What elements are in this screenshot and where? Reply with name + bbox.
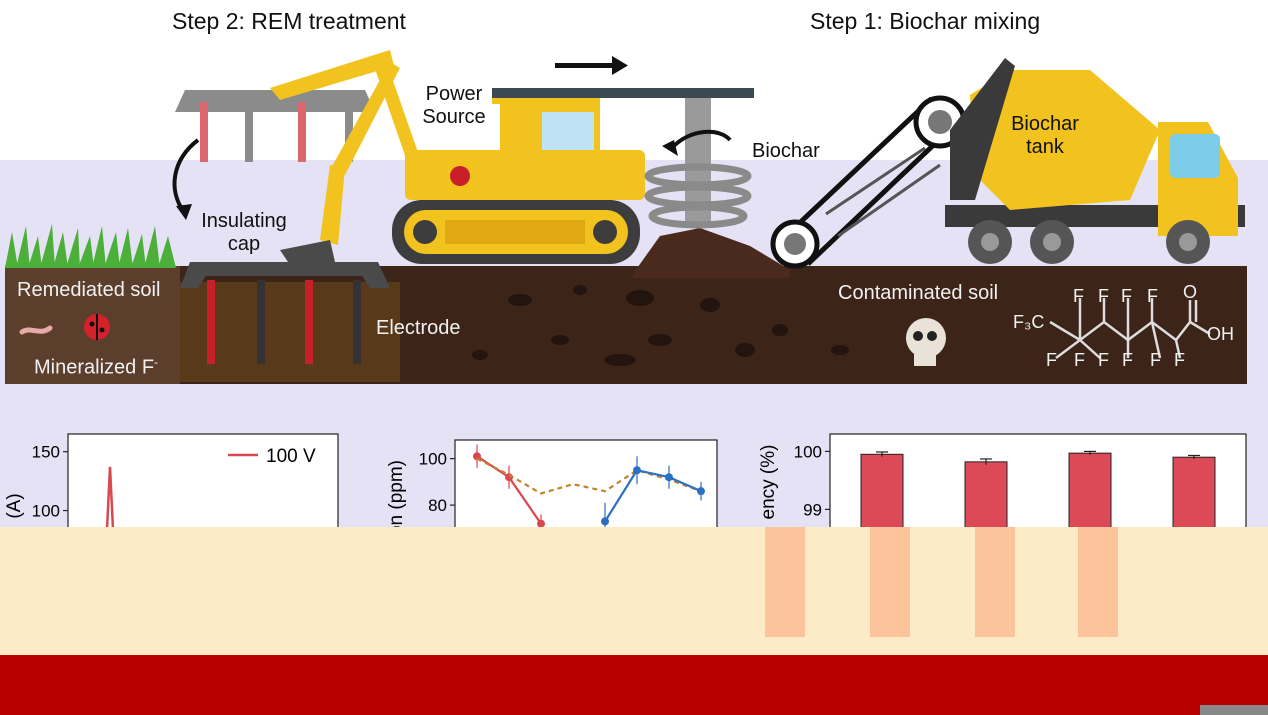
data-point [537, 519, 545, 528]
electrode-frame-icon [175, 90, 375, 162]
y-axis-label: ency (%) [758, 445, 779, 520]
crawler-tractor-icon [392, 88, 754, 264]
molecule-f-9: F [1150, 350, 1161, 370]
insulating-cap-icon [180, 262, 390, 288]
power-source-line1: Power [425, 83, 483, 105]
current-chart: 100 150 (A) 100 V [4, 433, 339, 530]
molecule-f-4: F [1147, 286, 1158, 306]
molecule-f-6: F [1074, 350, 1085, 370]
molecule-cf3: F₃C [1013, 312, 1045, 332]
biochar-label: Biochar [752, 140, 820, 162]
biochar-tank-line2: tank [1026, 136, 1064, 158]
y-tick-label: 100 [32, 502, 60, 521]
remediated-soil-label: Remediated soil [17, 279, 161, 301]
molecule-f-7: F [1098, 350, 1109, 370]
auger-icon [644, 98, 752, 229]
remediation-scene [0, 50, 1268, 400]
concentration-chart: 80 100 on (ppm) [386, 439, 718, 530]
molecule-f-8: F [1122, 350, 1133, 370]
bar [964, 461, 1008, 530]
plot-frame [454, 439, 718, 530]
rotation-arrow-icon [670, 129, 732, 150]
grass-icon [5, 224, 176, 268]
bar [860, 453, 904, 530]
data-point [633, 466, 641, 475]
efficiency-chart: 99 100 ency (%) [758, 433, 1247, 530]
y-tick-label: 99 [803, 500, 822, 519]
biochar-tank-label: Biochar tank [1000, 113, 1090, 159]
legend-label: 100 V [266, 446, 316, 467]
y-axis-label: (A) [4, 493, 25, 518]
data-point [473, 452, 481, 461]
power-source-label: Power Source [418, 83, 490, 129]
molecule-f-1: F [1073, 286, 1084, 306]
power-source-line2: Source [422, 106, 486, 128]
skull-icon [906, 318, 946, 366]
step1-title: Step 1: Biochar mixing [810, 8, 1041, 34]
conveyor-icon [770, 95, 967, 269]
y-axis-label: on (ppm) [386, 460, 407, 530]
worm-icon [19, 325, 53, 335]
molecule-f-10: F [1174, 350, 1185, 370]
molecule-f-3: F [1121, 286, 1132, 306]
insulating-cap-line2: cap [227, 233, 261, 255]
bar [1172, 456, 1216, 530]
data-point [665, 473, 673, 482]
electrode-label: Electrode [376, 317, 461, 339]
insulating-cap-label: Insulating cap [192, 210, 296, 256]
y-tick-label: 150 [32, 443, 60, 462]
biochar-tank-line1: Biochar [1011, 113, 1079, 135]
excavator-icon [270, 50, 420, 262]
mixer-truck-icon [945, 58, 1245, 264]
molecule-oh: OH [1207, 324, 1234, 344]
y-tick-label: 80 [428, 496, 447, 515]
molecule-f-2: F [1098, 286, 1109, 306]
y-tick-label: 100 [794, 442, 822, 461]
ladybug-icon [84, 314, 110, 340]
molecule-f-5: F [1046, 350, 1057, 370]
curved-arrow-icon [172, 138, 200, 214]
molecule-o: O [1183, 282, 1198, 302]
mineralized-label: Mineralized F- [34, 355, 159, 380]
direction-arrow-icon [555, 56, 628, 75]
step2-title: Step 2: REM treatment [172, 8, 406, 34]
series-line [604, 468, 702, 522]
series-line [105, 466, 115, 530]
pfas-molecule-icon [1049, 298, 1211, 359]
contaminated-soil-label: Contaminated soil [838, 282, 999, 304]
mineralized-text: Mineralized F [34, 356, 155, 379]
corrupted-region [0, 527, 1268, 715]
y-tick-label: 100 [419, 450, 447, 469]
bar [1068, 452, 1112, 530]
data-point [697, 487, 705, 496]
data-point [601, 517, 609, 526]
insulating-cap-line1: Insulating [201, 210, 287, 232]
mineralized-sup: - [154, 355, 159, 369]
